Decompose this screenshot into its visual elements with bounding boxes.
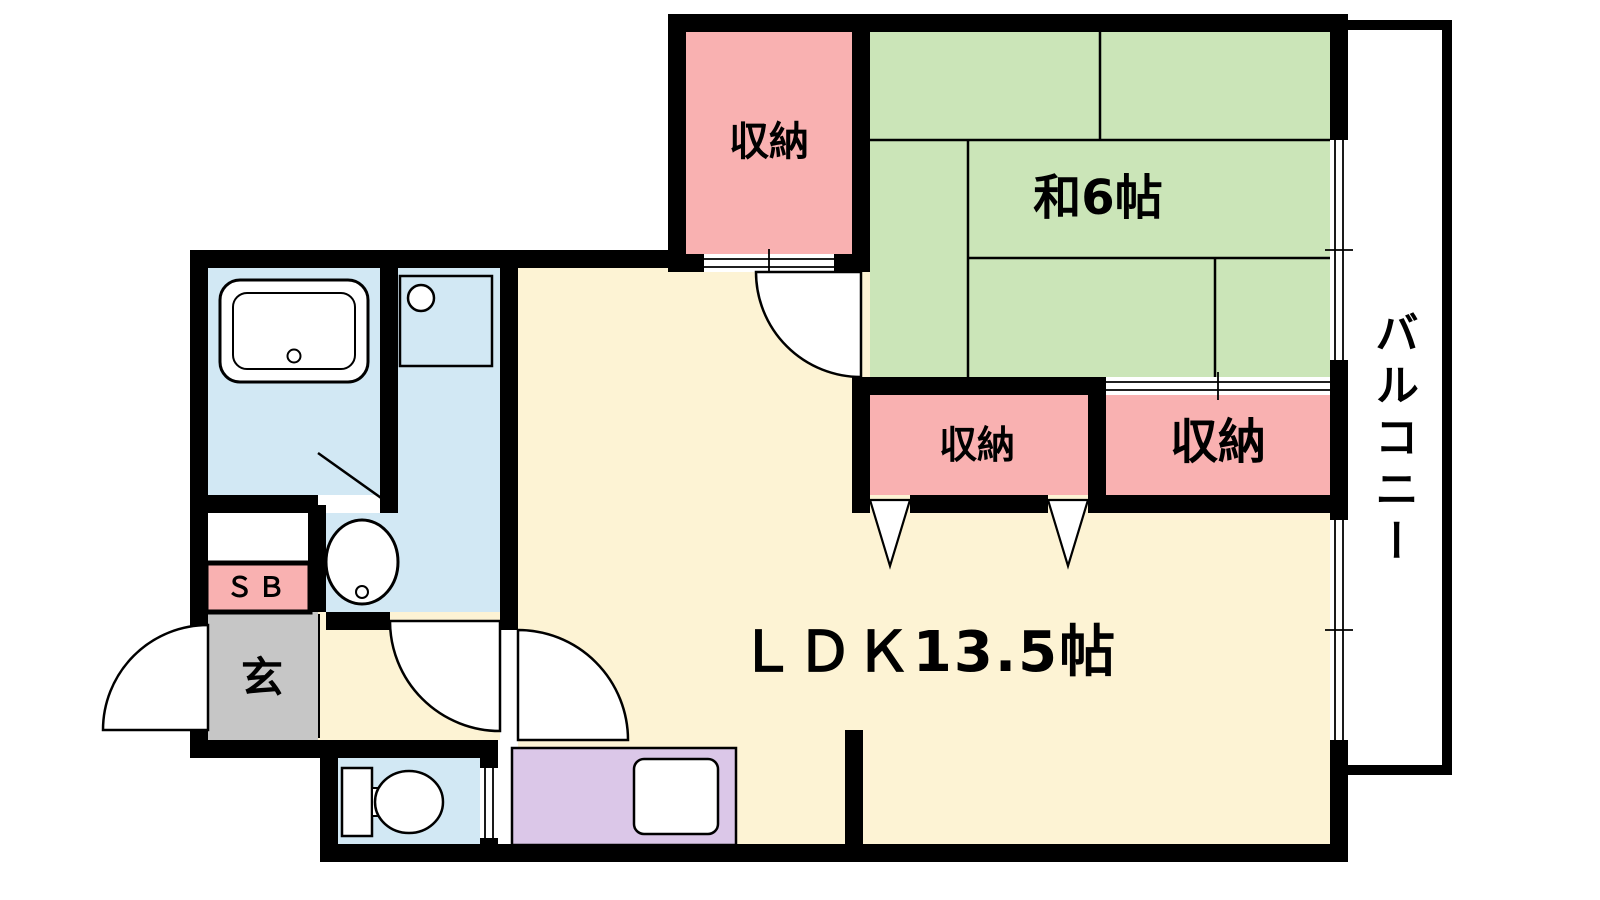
label-shoe-box: ＳＢ <box>226 572 290 604</box>
label-balcony: バルコニー <box>1367 310 1418 570</box>
door-arc-japanese-room <box>754 270 863 379</box>
balcony-outline <box>1348 20 1452 775</box>
fixtures <box>203 274 738 847</box>
door-leaf-bathroom <box>317 451 385 502</box>
room-closet-mid-right <box>1106 395 1330 495</box>
door-arc-ldk <box>516 628 630 742</box>
folding-door-left <box>868 498 912 570</box>
door-swings <box>101 270 863 742</box>
sliding-door-closet-top <box>704 249 834 277</box>
door-arc-entrance <box>101 623 210 732</box>
door-arc-washroom <box>388 619 502 733</box>
label-closet-mid-right: 収納 <box>1169 414 1267 470</box>
washbasin <box>324 518 400 606</box>
window-ldk <box>1325 520 1353 740</box>
room-washroom <box>398 268 500 612</box>
room-entrance <box>208 612 318 740</box>
openings <box>480 140 1353 838</box>
folding-doors <box>868 498 1090 570</box>
label-closet-top: 収納 <box>729 119 809 165</box>
label-japanese-room: 和6帖 <box>1033 170 1163 226</box>
walls <box>190 14 1348 862</box>
room-closet-mid-left <box>870 395 1088 495</box>
kitchen-counter <box>510 746 738 847</box>
label-closet-mid-left: 収納 <box>938 423 1016 467</box>
washing-machine-pan <box>398 274 494 368</box>
window-japanese-room <box>1325 140 1353 360</box>
kitchen-sink <box>632 757 720 836</box>
room-closet-top <box>686 32 852 254</box>
label-ldk: ＬＤＫ13.5帖 <box>738 620 1118 685</box>
toilet-door <box>480 768 498 838</box>
shoe-box <box>203 560 313 615</box>
tatami-lines <box>870 32 1330 377</box>
folding-door-right <box>1046 498 1090 570</box>
toilet <box>340 766 445 838</box>
bathtub <box>218 278 370 384</box>
sliding-door-closet-right <box>1106 372 1330 400</box>
label-entrance: 玄 <box>240 653 284 702</box>
